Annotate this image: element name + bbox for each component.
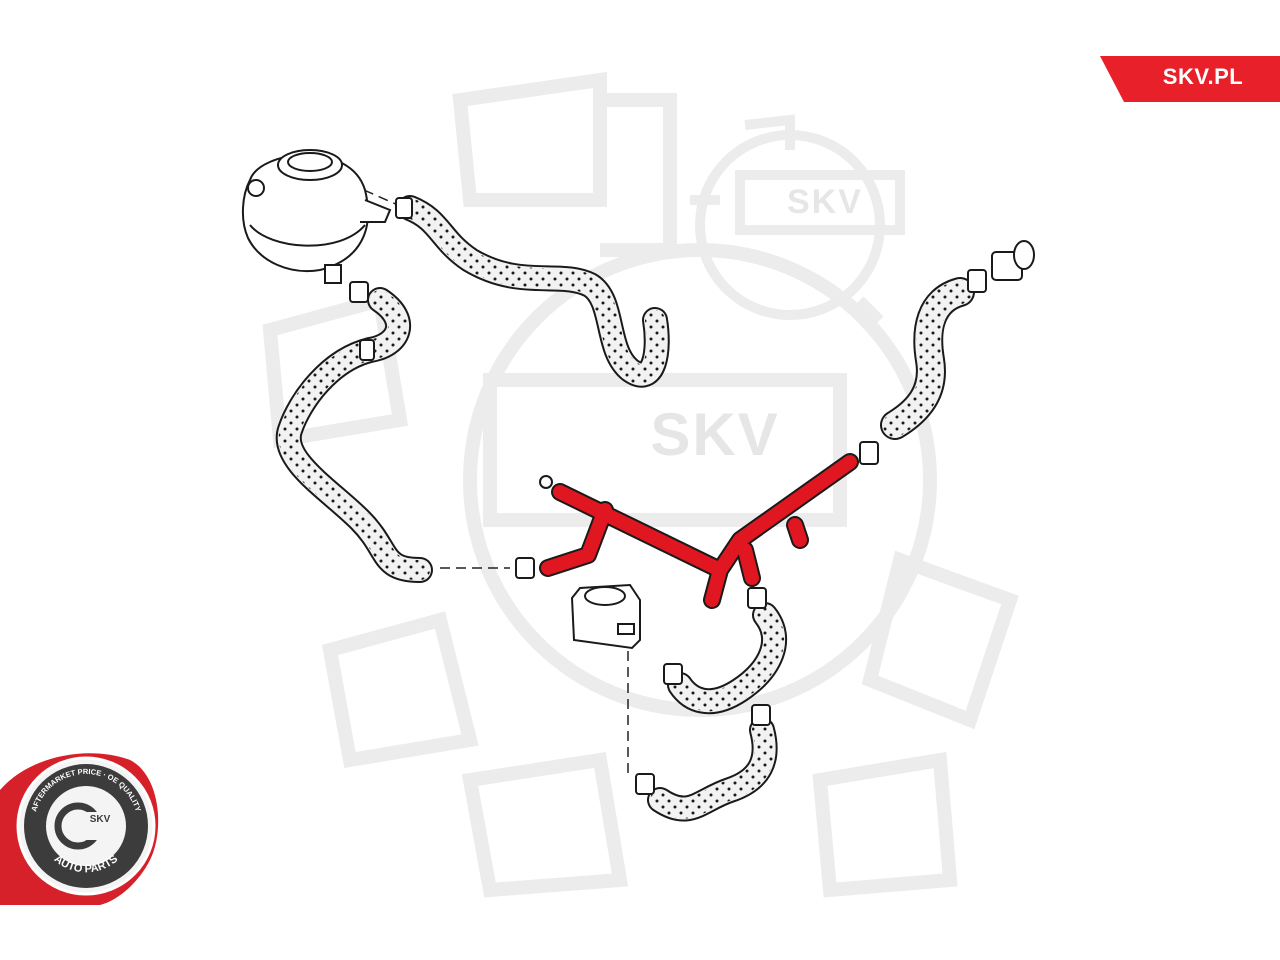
brand-badge bbox=[0, 753, 159, 905]
hose-right-lower bbox=[667, 602, 787, 715]
right-connector bbox=[991, 240, 1035, 281]
watermark-text-large: SKV bbox=[650, 401, 780, 468]
connection-lines bbox=[363, 189, 629, 775]
badge-ring-top-text: AFTERMARKET PRICE · OE QUALITY bbox=[29, 767, 143, 813]
expansion-tank bbox=[242, 149, 392, 284]
brand-tab-shape bbox=[1100, 56, 1280, 102]
small-reservoir bbox=[570, 583, 641, 650]
hose-bottom bbox=[647, 717, 778, 822]
badge-center-text: SKV bbox=[90, 814, 111, 825]
watermark-gear-small bbox=[690, 114, 905, 324]
hose-clamps bbox=[349, 197, 987, 795]
coolant-pipe-highlighted bbox=[539, 453, 859, 609]
badge-ring-bottom-text: AUTO PARTS bbox=[52, 853, 120, 876]
watermark-text-small: SKV bbox=[787, 183, 863, 221]
hose-tank-upper bbox=[397, 195, 670, 388]
brand-site-label[interactable]: SKV.PL bbox=[1162, 64, 1244, 89]
hose-right-upper bbox=[880, 277, 975, 440]
hose-tank-lower-left bbox=[275, 287, 433, 583]
